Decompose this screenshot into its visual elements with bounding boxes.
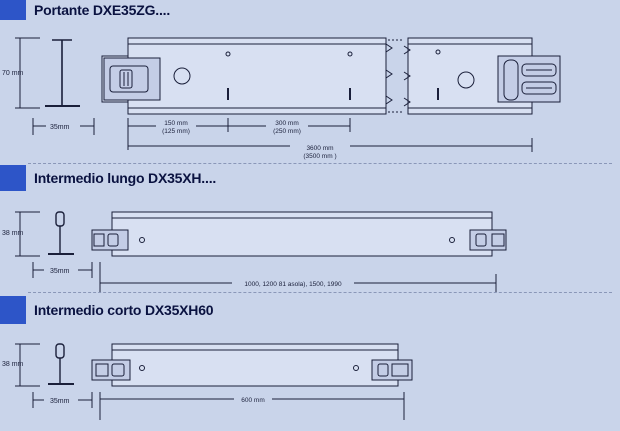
dim-3600: 3600 mm <box>306 145 333 152</box>
rail-portante-right <box>403 37 561 115</box>
width-label-1: 35mm <box>50 124 70 131</box>
profile-cross-section-2 <box>15 211 93 278</box>
dimension-lines-2 <box>99 262 497 292</box>
section-title-intermedio-lungo: Intermedio lungo DX35XH.... <box>34 170 217 186</box>
height-label-2: 38 mm <box>2 230 24 237</box>
rail-intermedio-corto <box>91 343 413 387</box>
section-marker-2 <box>0 165 26 191</box>
rail-portante-left <box>101 37 393 115</box>
section-title-intermedio-corto: Intermedio corto DX35XH60 <box>34 302 214 318</box>
dim-300: 300 mm <box>275 120 298 127</box>
dim-150: 150 mm <box>164 120 187 127</box>
rail-intermedio-lungo <box>91 211 507 257</box>
section-divider-1 <box>28 163 612 164</box>
section-divider-2 <box>28 292 612 293</box>
dim-600: 600 mm <box>241 397 264 404</box>
dim-3500: (3500 mm ) <box>303 153 336 160</box>
dim-125: (125 mm) <box>162 128 190 135</box>
section-marker-3 <box>0 296 26 324</box>
height-label-3: 38 mm <box>2 361 24 368</box>
section-marker-1 <box>0 0 26 20</box>
profile-cross-section-1 <box>15 37 95 135</box>
break-marks <box>388 39 404 113</box>
profile-cross-section-3 <box>15 343 93 408</box>
width-label-3: 35mm <box>50 398 70 405</box>
height-label-1: 70 mm <box>2 70 24 77</box>
width-label-2: 35mm <box>50 268 70 275</box>
dimension-lines-3 <box>99 392 405 420</box>
dim-lengths-lungo: 1000, 1200 81 asola), 1500, 1990 <box>244 281 342 288</box>
dimension-lines-1 <box>127 118 533 152</box>
dim-250: (250 mm) <box>273 128 301 135</box>
section-title-portante: Portante DXE35ZG.... <box>34 2 171 18</box>
